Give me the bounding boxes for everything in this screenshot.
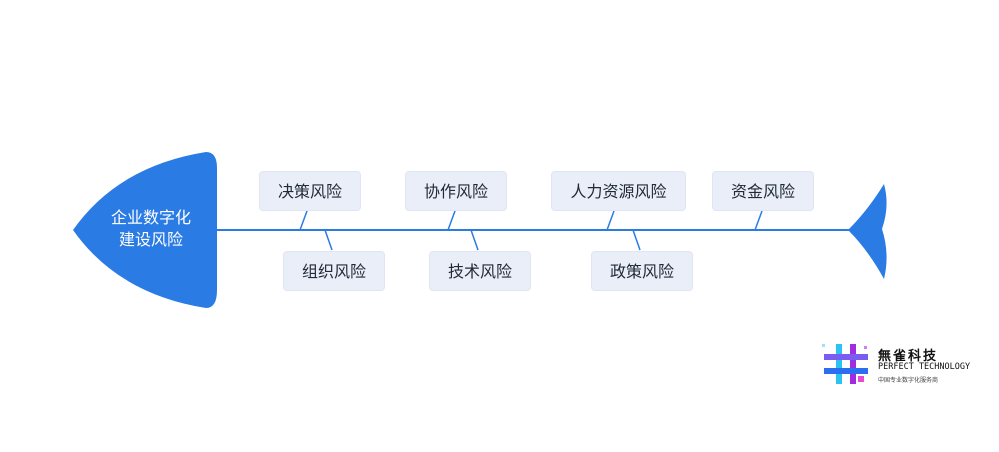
cause-box-technology: 技术风险 (429, 251, 531, 291)
cause-box-human-resources: 人力资源风险 (551, 171, 686, 211)
cause-box-policy: 政策风险 (591, 251, 693, 291)
company-logo: 無雀科技 PERFECT TECHNOLOGY 中国专业数字化服务商 (820, 342, 980, 388)
bone-bottom-1 (324, 229, 333, 251)
problem-label-line2: 建设风险 (118, 230, 183, 249)
fish-head (73, 152, 217, 308)
problem-label: 企业数字化 建设风险 (96, 207, 206, 251)
problem-label-line1: 企业数字化 (110, 208, 191, 227)
bone-bottom-2 (470, 229, 479, 251)
fish-tail (849, 184, 887, 279)
logo-tagline: 中国专业数字化服务商 (878, 377, 939, 384)
bone-top-3 (606, 210, 615, 231)
bone-top-4 (754, 210, 763, 231)
hash-logo-icon (822, 344, 868, 384)
cause-box-collaboration: 协作风险 (405, 171, 507, 211)
bone-top-1 (299, 210, 308, 231)
bone-top-2 (447, 210, 456, 231)
cause-box-organization: 组织风险 (283, 251, 385, 291)
bone-bottom-3 (632, 229, 641, 251)
cause-box-funding: 资金风险 (712, 171, 814, 211)
cause-box-decision: 决策风险 (259, 171, 361, 211)
logo-name: 無雀科技 (878, 349, 939, 364)
logo-english: PERFECT TECHNOLOGY (878, 362, 971, 372)
